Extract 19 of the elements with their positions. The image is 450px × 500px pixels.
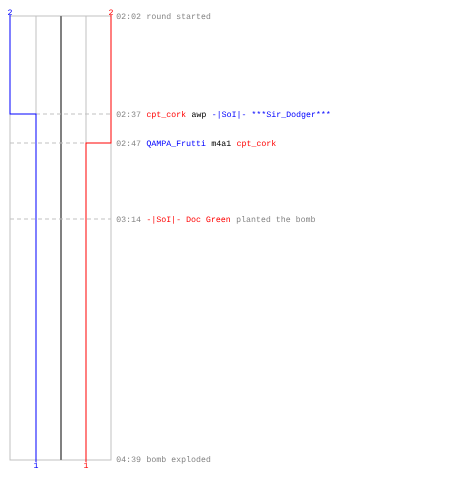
event-time: 04:39 (116, 456, 140, 462)
player-name: cpt_cork (146, 111, 186, 119)
event-time: 03:14 (116, 216, 141, 222)
player-count: 2 (8, 9, 12, 15)
player-name: -|SoI|- ***Sir_Dodger*** (213, 111, 330, 119)
event-text: planted the bomb (236, 216, 315, 224)
player-name: -|SoI|- Doc Green (148, 216, 230, 224)
player-count: 1 (34, 462, 38, 468)
player-count: 1 (84, 462, 88, 468)
weapon-name: awp (192, 112, 206, 119)
player-name: QAMPA_Frutti (146, 140, 206, 148)
event-time: 02:47 (116, 140, 140, 146)
event-time: 02:02 (116, 13, 140, 20)
player-count: 2 (109, 9, 113, 15)
event-text: round started (147, 13, 210, 20)
event-time: 02:37 (116, 111, 140, 118)
player-name: cpt_cork (237, 140, 276, 148)
weapon-name: m4a1 (212, 140, 231, 146)
event-text: bomb exploded (147, 456, 210, 464)
